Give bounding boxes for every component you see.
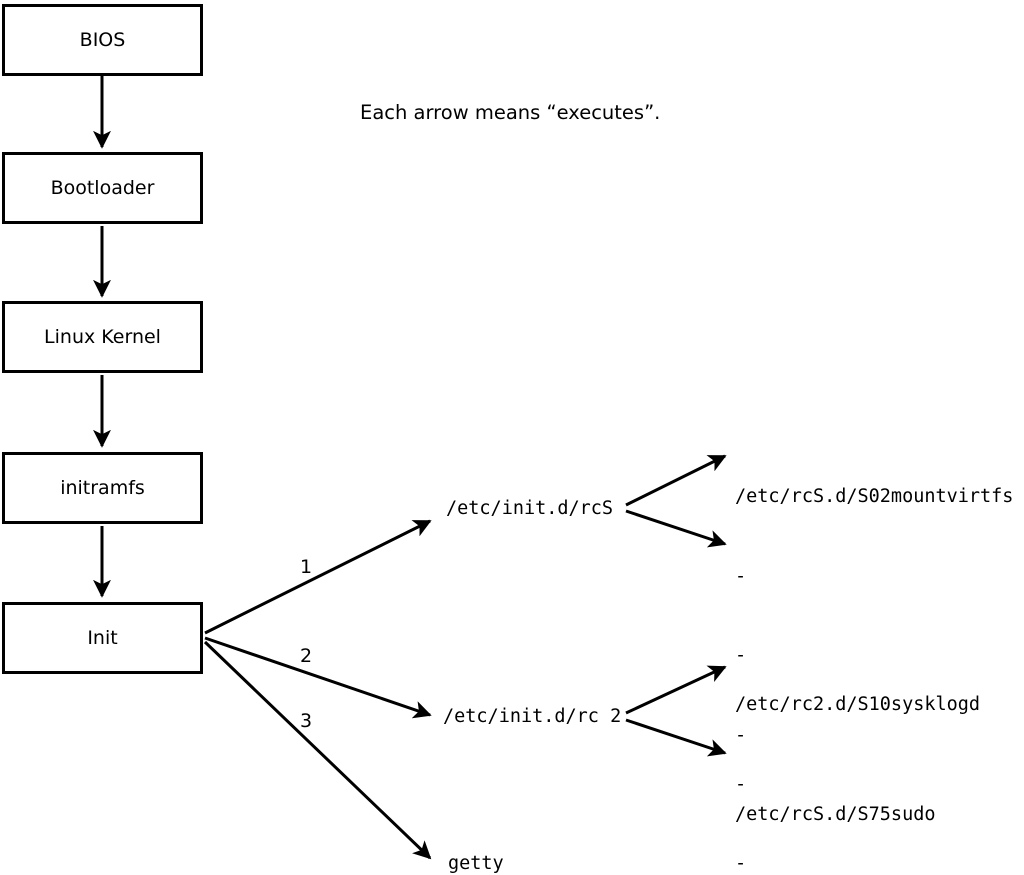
node-bios-label: BIOS xyxy=(79,29,126,51)
branch-number-1: 1 xyxy=(300,556,313,578)
label-etc-init-d-rc2: /etc/init.d/rc 2 xyxy=(443,706,622,727)
node-linux-kernel-label: Linux Kernel xyxy=(44,326,161,348)
diagram-caption: Each arrow means “executes”. xyxy=(360,101,661,124)
rc2-script-s10sysklogd: /etc/rc2.d/S10sysklogd xyxy=(735,694,981,715)
branch-number-3: 3 xyxy=(300,710,313,732)
node-bootloader: Bootloader xyxy=(2,152,203,224)
arrow-init-to-rc2 xyxy=(204,636,432,719)
arrow-rcs-to-s02mountvirtfs xyxy=(625,454,727,507)
rcs-ellipsis-dash: - xyxy=(735,645,747,666)
arrow-init-to-getty xyxy=(203,640,432,860)
label-getty: getty xyxy=(448,853,504,874)
label-etc-init-d-rcs: /etc/init.d/rcS xyxy=(446,498,614,519)
rc2-ellipsis-dash: - xyxy=(735,773,747,795)
node-init: Init xyxy=(2,602,203,674)
cluster-rcs-scripts: /etc/rcS.d/S02mountvirtfs - - - /etc/rcS… xyxy=(735,431,1013,875)
node-initramfs: initramfs xyxy=(2,452,203,524)
arrow-rc2-to-s10sysklogd xyxy=(625,665,727,715)
arrow-init-to-rcs xyxy=(204,519,432,635)
node-bootloader-label: Bootloader xyxy=(50,177,155,199)
rc2-ellipsis-dash: - xyxy=(735,853,747,874)
rcs-script-s02mountvirtfs: /etc/rcS.d/S02mountvirtfs xyxy=(735,486,1014,507)
rcs-ellipsis-dash: - xyxy=(735,565,747,587)
node-init-label: Init xyxy=(87,627,118,649)
arrow-rcs-to-s75sudo xyxy=(625,509,727,548)
rcs-script-s75sudo: /etc/rcS.d/S75sudo xyxy=(735,804,936,825)
node-initramfs-label: initramfs xyxy=(60,477,145,499)
rcs-ellipsis-dash: - xyxy=(735,724,747,746)
node-linux-kernel: Linux Kernel xyxy=(2,301,203,373)
node-bios: BIOS xyxy=(2,4,203,76)
cluster-rc2-scripts: /etc/rc2.d/S10sysklogd - - - /etc/rc2.d/… xyxy=(735,639,980,875)
branch-number-2: 2 xyxy=(300,645,313,667)
arrow-rc2-to-s99gdm xyxy=(625,718,727,757)
